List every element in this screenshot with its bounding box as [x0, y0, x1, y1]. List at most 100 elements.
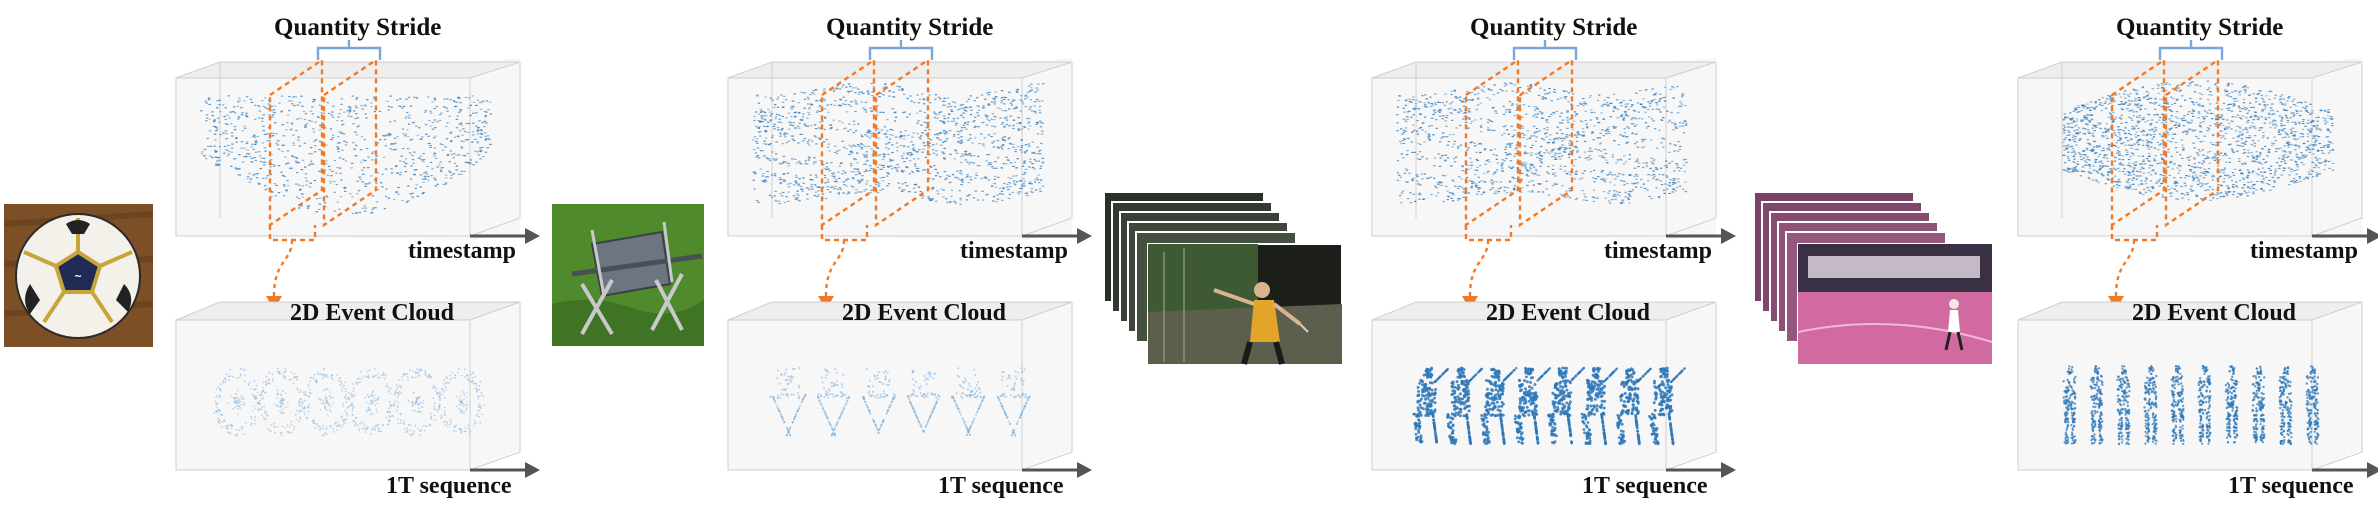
- event-point: [839, 99, 842, 101]
- event-point: [2161, 114, 2164, 116]
- event-point: [1471, 164, 1474, 166]
- event-point: [2126, 153, 2130, 156]
- event-point: [2128, 162, 2131, 164]
- event-point: [371, 208, 374, 210]
- event-point: [937, 138, 940, 140]
- event-point: [2154, 108, 2157, 110]
- event-point: [2175, 85, 2179, 87]
- folding-chair-image: [552, 204, 704, 346]
- event-point: [1604, 178, 1607, 180]
- event-point: [798, 178, 801, 180]
- quantity-stride-title: Quantity Stride: [274, 14, 442, 41]
- event-point: [2144, 180, 2147, 182]
- event-point: [213, 149, 217, 151]
- event-point: [415, 125, 418, 127]
- event-point: [2281, 130, 2284, 132]
- event-point: [1588, 96, 1591, 98]
- event-point: [1668, 182, 1671, 184]
- event-point: [901, 183, 904, 185]
- event-point: [1009, 182, 1012, 184]
- event-point: [851, 177, 854, 179]
- event-point: [465, 122, 468, 125]
- event-point: [487, 109, 490, 111]
- event-point: [339, 172, 342, 174]
- event-point: [1599, 142, 1603, 144]
- event-point: [1621, 199, 1624, 201]
- event-point: [943, 171, 947, 173]
- event-point: [2099, 167, 2102, 169]
- event-point: [1431, 117, 1434, 119]
- event-point: [961, 178, 964, 180]
- event-point: [235, 168, 239, 170]
- event-point: [1034, 153, 1037, 155]
- event-point: [925, 117, 928, 119]
- event-point: [842, 146, 846, 148]
- event-point: [1631, 189, 1635, 191]
- event-point: [399, 174, 402, 176]
- event-point: [971, 142, 974, 144]
- event-point: [939, 132, 942, 134]
- event-point: [340, 132, 343, 134]
- event-point: [2159, 162, 2162, 164]
- event-point: [2283, 145, 2286, 147]
- event-point: [1029, 99, 1032, 101]
- event-point: [1601, 156, 1604, 158]
- event-point: [450, 140, 453, 143]
- event-point: [866, 131, 869, 133]
- event-point: [870, 83, 874, 85]
- event-point: [827, 181, 830, 183]
- event-point: [205, 158, 208, 160]
- event-point: [939, 131, 942, 134]
- event-point: [2137, 155, 2140, 157]
- event-point: [2315, 128, 2319, 130]
- event-point: [803, 107, 806, 109]
- event-point: [1490, 89, 1493, 91]
- event-point: [753, 115, 756, 118]
- event-point: [354, 117, 357, 120]
- event-point: [2152, 186, 2155, 188]
- event-point: [286, 179, 289, 182]
- event-point: [1464, 192, 1467, 194]
- event-point: [2275, 148, 2278, 150]
- event-point: [1550, 113, 1553, 115]
- event-point: [2160, 122, 2164, 124]
- event-point: [414, 187, 417, 189]
- event-point: [2134, 148, 2137, 151]
- event-point: [988, 162, 991, 164]
- event-point: [321, 122, 324, 124]
- event-point: [861, 144, 865, 146]
- event-point: [327, 165, 331, 167]
- event-point: [2105, 98, 2109, 100]
- event-point: [1019, 187, 1022, 189]
- event-point: [928, 198, 931, 200]
- event-point: [232, 111, 235, 113]
- event-point: [2138, 114, 2141, 117]
- event-point: [1435, 187, 1438, 189]
- event-point: [1446, 144, 1449, 146]
- event-point: [943, 147, 946, 149]
- event-point: [2305, 146, 2309, 148]
- event-point: [918, 98, 921, 100]
- event-point: [798, 112, 801, 114]
- event-point: [1521, 116, 1524, 118]
- event-point: [1559, 115, 1562, 117]
- event-point: [881, 188, 884, 190]
- event-point: [1673, 123, 1677, 125]
- event-point: [883, 153, 886, 156]
- event-point: [888, 95, 891, 97]
- event-point: [2319, 129, 2322, 131]
- event-point: [219, 134, 222, 136]
- event-point: [1511, 103, 1514, 105]
- event-point: [1469, 142, 1472, 144]
- event-point: [240, 114, 244, 116]
- event-point: [1549, 139, 1552, 141]
- event-point: [1422, 122, 1425, 124]
- event-point: [2270, 144, 2274, 146]
- event-point: [427, 179, 430, 181]
- event-point: [1031, 163, 1034, 165]
- event-point: [397, 186, 400, 189]
- event-point: [426, 173, 429, 175]
- event-point: [1555, 110, 1559, 112]
- event-point: [2301, 155, 2304, 157]
- event-point: [813, 195, 816, 197]
